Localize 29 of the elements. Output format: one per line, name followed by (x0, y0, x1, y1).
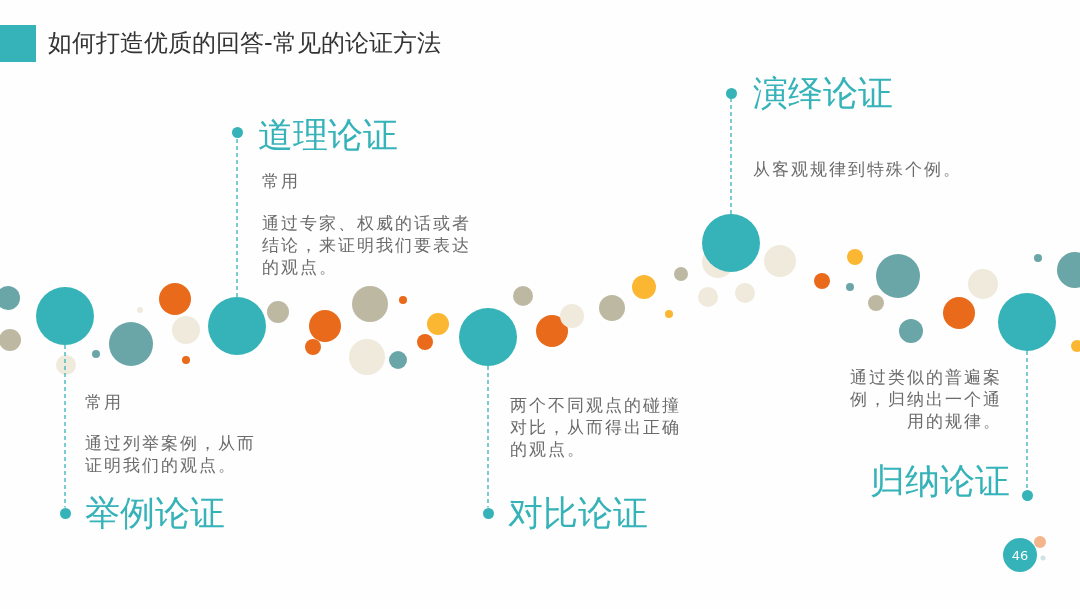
leader-line (64, 344, 66, 509)
leader-line (1026, 350, 1028, 491)
dot-marker (482, 507, 494, 519)
description-text: 通过专家、权威的话或者结论，来证明我们要表达的观点。 (262, 212, 472, 278)
description-text: 常用 (262, 170, 300, 192)
method-heading: 道理论证 (258, 114, 398, 156)
description-text: 两个不同观点的碰撞对比，从而得出正确的观点。 (510, 394, 682, 460)
dot-marker (59, 507, 71, 519)
circle-node (998, 293, 1056, 351)
dot-marker (1021, 489, 1033, 501)
circle-node (36, 287, 94, 345)
dot-marker (231, 126, 243, 138)
method-heading: 演绎论证 (753, 72, 893, 114)
method-heading: 对比论证 (508, 492, 648, 534)
description-text: 通过列举案例，从而证明我们的观点。 (85, 432, 257, 476)
dot-marker (725, 87, 737, 99)
page-number-badge: 46 (1003, 538, 1037, 572)
leader-line (730, 97, 732, 215)
description-text: 从客观规律到特殊个例。 (753, 158, 963, 180)
method-heading: 举例论证 (85, 492, 225, 534)
circle-node (459, 308, 517, 366)
description-text: 常用 (85, 391, 123, 413)
slide-title: 如何打造优质的回答-常见的论证方法 (48, 28, 441, 58)
leader-line (236, 136, 238, 298)
description-text: 通过类似的普遍案例，归纳出一个通用的规律。 (849, 366, 1002, 432)
leader-line (487, 365, 489, 509)
circle-node (702, 214, 760, 272)
method-heading: 归纳论证 (869, 460, 1010, 502)
circle-node (208, 297, 266, 355)
